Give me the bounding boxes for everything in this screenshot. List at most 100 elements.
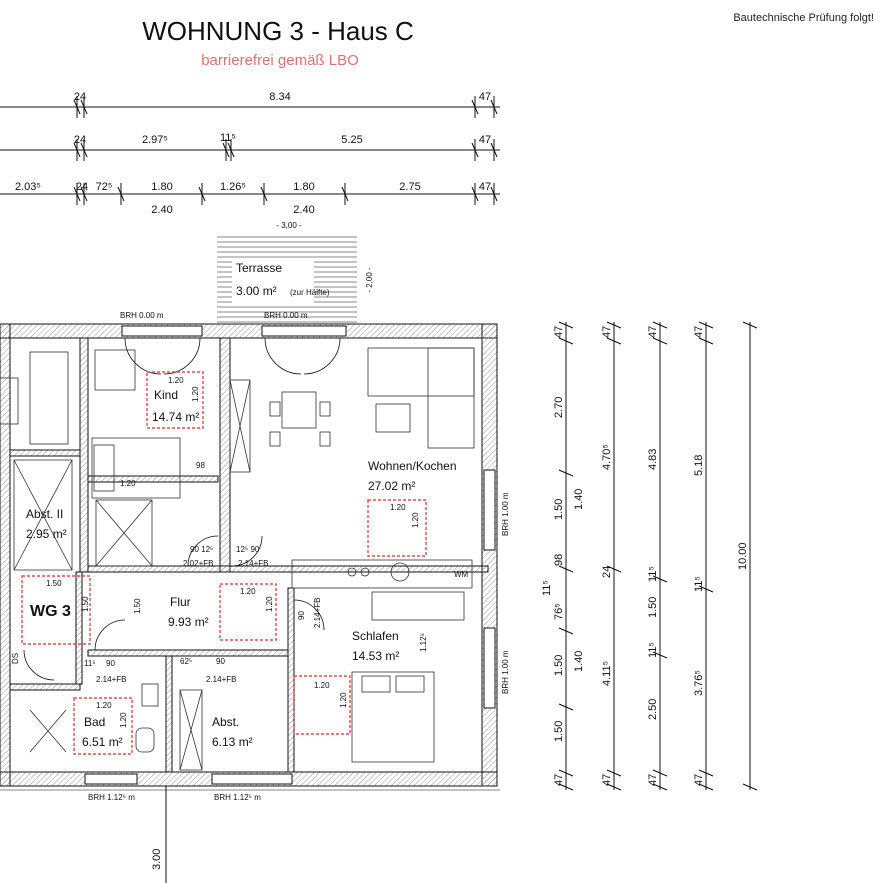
dim-label: 24: [76, 181, 88, 193]
apartment-label: WG 3: [30, 603, 71, 620]
room-schlafen-name: Schlafen: [352, 629, 399, 643]
dim-label: 5.25: [341, 134, 362, 146]
page-title: WOHNUNG 3 - Haus C: [142, 16, 414, 46]
dim-label: 11⁵: [220, 132, 236, 144]
dim-label: 47: [479, 91, 491, 103]
wardrobe-icon: [229, 379, 251, 473]
plan-annotations: 1.20 1.20 1.20 1.20 1.20 1.50 1.20 90 12…: [11, 376, 469, 728]
kitchen-counter-icon: [291, 559, 473, 589]
dim-label: 1.80: [151, 181, 172, 193]
dim-label: 76⁵: [553, 603, 565, 620]
dim-label: 1.40: [573, 651, 585, 672]
door-dim: 12⁵ 90: [236, 545, 260, 554]
door-dim: 2.02+FB: [183, 559, 213, 568]
door-swings: [23, 337, 341, 681]
dim-label: 1.50: [133, 598, 142, 614]
dim-label: 72⁵: [96, 181, 113, 193]
room-wohnen-name: Wohnen/Kochen: [368, 459, 457, 473]
room-flur-area: 9.93 m²: [168, 615, 209, 629]
dim-label: 2.97⁵: [142, 134, 168, 146]
dim-label: 47: [601, 774, 613, 786]
brh-label: BRH 1.00 m: [501, 650, 510, 694]
dim-label: 47: [647, 774, 659, 786]
terrace-name: Terrasse: [236, 261, 282, 275]
room-abst2-name: Abst. II: [26, 507, 63, 521]
room-labels: Kind 14.74 m² Wohnen/Kochen 27.02 m² Abs…: [26, 388, 457, 749]
circle-size: 1.20: [240, 587, 256, 596]
room-bad-name: Bad: [84, 715, 105, 729]
dim-label: 47: [553, 774, 565, 786]
room-flur-name: Flur: [170, 595, 191, 609]
circle-size: 1.20: [96, 701, 112, 710]
door-dim: 90: [216, 657, 225, 666]
dim-label: 2.50: [647, 699, 659, 720]
dim-label: 11⁵: [647, 642, 659, 658]
circle-size: 1.20: [168, 376, 184, 385]
brh-label: BRH 0.00 m: [264, 311, 308, 320]
right-dimension-labels: 47 2.70 1.50 98 76⁵ 1.50 1.50 47 11⁵ 1.4…: [541, 326, 749, 786]
terrace-note: (zur Hälfte): [290, 288, 330, 297]
dim-label: 1.80: [293, 181, 314, 193]
door-dim: 98: [196, 461, 205, 470]
dim-label: 1.20: [120, 479, 136, 488]
room-abst2-area: 2.95 m²: [26, 527, 67, 541]
dim-label: 47: [601, 326, 613, 338]
door-dim: 2.14+FB: [96, 675, 126, 684]
dim-label: 4.70⁵: [601, 444, 613, 470]
dim-label: 1.50: [553, 655, 565, 676]
circle-size: 1.20: [265, 596, 274, 612]
washbasin-icon: [141, 683, 159, 707]
dim-label: 3.00: [151, 849, 163, 870]
circle-size: 1.20: [119, 712, 128, 728]
storage-icon: [13, 459, 73, 571]
outer-walls: [0, 323, 498, 787]
brh-label: BRH 0.00 m: [120, 311, 164, 320]
brh-label: BRH 1.12⁵ m: [214, 793, 261, 802]
desk-icon: [94, 349, 136, 391]
dim-label: 2.03⁵: [15, 181, 41, 193]
appliance-label: WM: [454, 570, 469, 579]
terrace: Terrasse 3.00 m² (zur Hälfte) - 2,00 -: [217, 234, 374, 324]
dim-label: 8.34: [269, 91, 290, 103]
brh-label: BRH 1.12⁵ m: [88, 793, 135, 802]
door-dim: 2.14+FB: [206, 675, 236, 684]
top-dimensions: [0, 96, 500, 205]
dim-label: 2.75: [399, 181, 420, 193]
door-dim: 90 12⁵: [190, 545, 213, 554]
couch-icon: [367, 347, 475, 397]
circle-size: 1.20: [339, 692, 348, 708]
dim-label: 47: [693, 326, 705, 338]
dim-label: 4.83: [647, 449, 659, 470]
circle-size: 1.20: [191, 386, 200, 402]
duct-label: DS: [11, 653, 20, 664]
top-dimension-labels: 24 8.34 47 24 2.97⁵ 11⁵ 5.25 47 2.03⁵ 24…: [15, 91, 491, 230]
dim-label: 47: [693, 774, 705, 786]
dim-label: 1.40: [573, 489, 585, 510]
circle-size: 1.50: [46, 579, 62, 588]
dim-label: 24: [74, 91, 86, 103]
door-dim: 11⁵: [84, 659, 96, 668]
double-bed-icon: [351, 671, 435, 763]
dim-label: 2.40: [151, 204, 172, 216]
dim-label: 1.50: [81, 596, 90, 612]
dim-label: 1.50: [647, 597, 659, 618]
room-kind-name: Kind: [154, 388, 178, 402]
terrace-area-label: 3.00 m²: [236, 284, 277, 298]
door-dim: 2.14+FB: [313, 598, 322, 628]
brh-labels: BRH 0.00 m BRH 0.00 m BRH 1.00 m BRH 1.0…: [88, 311, 510, 802]
brh-label: BRH 1.00 m: [501, 492, 510, 536]
dim-label: 2.40: [293, 204, 314, 216]
toilet-icon: [135, 727, 155, 753]
door-dim: 90: [297, 611, 306, 620]
room-abst-name: Abst.: [212, 715, 239, 729]
circle-size: 1.20: [390, 503, 406, 512]
dim-label: 1.50: [553, 499, 565, 520]
bottom-dimension: 3.00: [0, 786, 500, 883]
right-dimensions: [558, 321, 758, 791]
door-dim: 90: [106, 659, 115, 668]
turning-circles: [21, 371, 427, 755]
dim-label: 4.11⁵: [601, 661, 613, 686]
terrace-label-box: [232, 258, 314, 304]
dim-label: 1.26⁵: [220, 181, 246, 193]
